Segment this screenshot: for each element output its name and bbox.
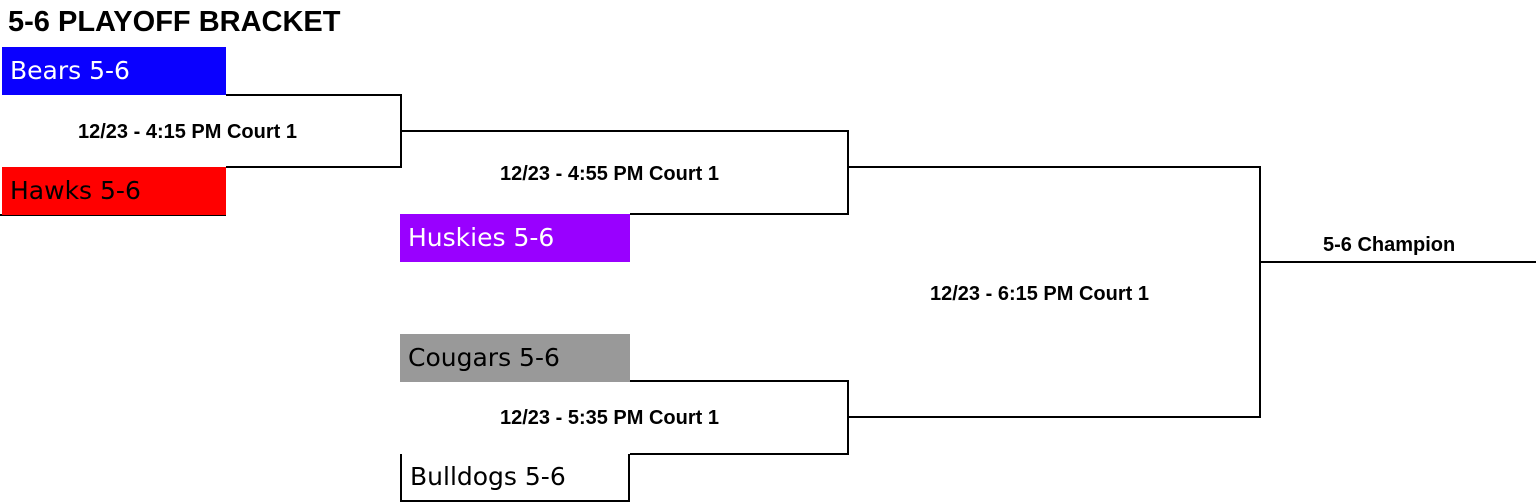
champion-label: 5-6 Champion xyxy=(1323,234,1456,256)
team-slot-hawks: Hawks 5-6 xyxy=(2,167,226,215)
page-title: 5-6 PLAYOFF BRACKET xyxy=(8,6,341,38)
game-label-3: 12/23 - 5:35 PM Court 1 xyxy=(500,407,719,429)
game-label-2: 12/23 - 4:55 PM Court 1 xyxy=(500,163,719,185)
game-label-1: 12/23 - 4:15 PM Court 1 xyxy=(78,121,297,143)
team-slot-bulldogs: Bulldogs 5-6 xyxy=(400,454,630,502)
team-slot-huskies: Huskies 5-6 xyxy=(400,214,630,262)
team-slot-bears: Bears 5-6 xyxy=(2,47,226,95)
game-label-final: 12/23 - 6:15 PM Court 1 xyxy=(930,283,1149,305)
team-slot-cougars: Cougars 5-6 xyxy=(400,334,630,382)
